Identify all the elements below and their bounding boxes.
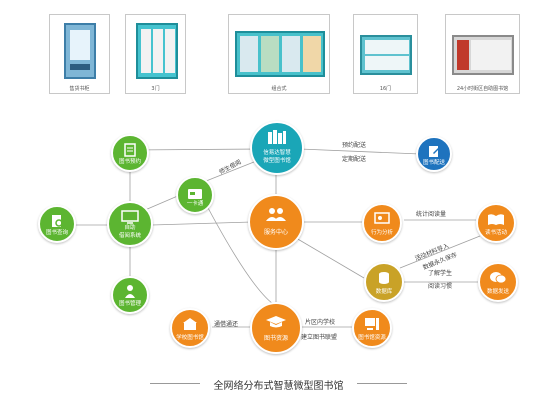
node-label: 一卡通 bbox=[186, 201, 204, 207]
analysis-icon bbox=[364, 211, 400, 230]
open-book-icon bbox=[478, 211, 514, 230]
node-data-push[interactable]: 数据发送 bbox=[478, 262, 518, 302]
monitor-icon bbox=[109, 209, 151, 228]
footer-title: 全网络分布式智慧微型图书馆 bbox=[0, 377, 557, 392]
node-library-resources[interactable]: 图书馆资源 bbox=[352, 308, 392, 348]
edge-library-reservation bbox=[129, 148, 265, 151]
node-label: 数据发送 bbox=[486, 289, 509, 295]
label-union-library: 建立图书联盟 bbox=[301, 334, 338, 341]
card-icon bbox=[178, 185, 212, 204]
node-book-resources[interactable]: 图书资源 bbox=[250, 302, 302, 354]
cabinet-card-label: 售货书柜 bbox=[69, 86, 90, 92]
cabinet-16door-image bbox=[360, 35, 412, 75]
label-district-school: 片区内学校 bbox=[305, 319, 336, 326]
edge-service-database bbox=[295, 237, 365, 279]
books-icon bbox=[252, 130, 302, 150]
node-book-query[interactable]: 图书查询 bbox=[38, 205, 76, 243]
node-label: 行为分析 bbox=[370, 230, 393, 236]
node-book-management[interactable]: 图书管理 bbox=[111, 276, 149, 314]
cabinet-card-sales[interactable]: 售货书柜 bbox=[49, 14, 110, 94]
label-understand-students: 了解学生 bbox=[428, 270, 453, 277]
delivery-icon bbox=[418, 143, 450, 162]
cabinet-card-label: 16门 bbox=[379, 86, 392, 92]
node-label: 图书配送 bbox=[422, 160, 445, 166]
node-behavior-analysis[interactable]: 行为分析 bbox=[362, 203, 402, 243]
node-label: 学校图书馆 bbox=[176, 335, 204, 341]
node-label: 自助 bbox=[124, 225, 136, 231]
node-label: 微型图书馆 bbox=[263, 158, 291, 164]
node-service-center[interactable]: 服务中心 bbox=[248, 194, 304, 250]
node-one-card[interactable]: 一卡通 bbox=[176, 176, 214, 214]
node-label: 图书预约 bbox=[118, 159, 141, 165]
node-label: 借阅系统 bbox=[118, 233, 141, 239]
cabinet-card-16door[interactable]: 16门 bbox=[353, 14, 418, 94]
node-label: 图书资源 bbox=[263, 335, 288, 342]
cabinet-card-24h[interactable]: 24小时街区自助图书馆 bbox=[445, 14, 520, 94]
node-book-reservation[interactable]: 图书预约 bbox=[111, 134, 149, 172]
node-label: 服务中心 bbox=[263, 229, 288, 236]
label-reserve-delivery: 预约配送 bbox=[342, 142, 367, 149]
node-label: 图书馆资源 bbox=[358, 335, 386, 341]
node-label: 读书活动 bbox=[484, 230, 507, 236]
computer-icon bbox=[354, 316, 390, 335]
footer-rule-left bbox=[150, 383, 200, 384]
label-reading-stats: 统计阅读量 bbox=[416, 211, 447, 218]
node-label: 图书查询 bbox=[45, 230, 68, 236]
node-school-library[interactable]: 学校图书馆 bbox=[170, 308, 210, 348]
people-icon bbox=[250, 206, 302, 226]
node-label: 图书管理 bbox=[118, 301, 141, 307]
node-database[interactable]: 数据库 bbox=[364, 262, 404, 302]
query-icon bbox=[40, 213, 74, 232]
node-self-borrow[interactable]: 自助 借阅系统 bbox=[107, 201, 153, 247]
graduation-cap-icon bbox=[252, 314, 300, 333]
node-label: 信易达智慧 bbox=[263, 150, 291, 156]
cabinet-card-3door[interactable]: 3门 bbox=[125, 14, 186, 94]
edge-onecard-borrow bbox=[144, 194, 181, 211]
database-icon bbox=[366, 270, 402, 289]
cabinet-card-label: 24小时街区自助图书馆 bbox=[456, 86, 509, 92]
node-reading-activity[interactable]: 读书活动 bbox=[476, 203, 516, 243]
cabinet-combo-image bbox=[235, 31, 325, 77]
edge-borrow-service bbox=[151, 221, 253, 226]
cabinet-3door-image bbox=[136, 23, 178, 79]
cabinet-sales-image bbox=[64, 23, 96, 79]
cabinet-24h-image bbox=[452, 35, 514, 75]
footer-rule-right bbox=[357, 383, 407, 384]
school-icon bbox=[172, 316, 208, 335]
person-icon bbox=[113, 283, 147, 302]
chat-icon bbox=[480, 270, 516, 289]
node-library-center[interactable]: 信易达智慧 微型图书馆 bbox=[250, 121, 304, 175]
edge-database-activity bbox=[399, 235, 481, 269]
label-reading-habits: 阅读习惯 bbox=[428, 283, 453, 290]
reservation-icon bbox=[113, 142, 147, 161]
footer-title-text: 全网络分布式智慧微型图书馆 bbox=[207, 381, 350, 392]
cabinet-card-combo[interactable]: 组合式 bbox=[228, 14, 330, 94]
cabinet-card-label: 3门 bbox=[151, 86, 160, 92]
edge-library-delivery bbox=[299, 148, 421, 155]
label-scheduled-delivery: 定期配送 bbox=[342, 156, 367, 163]
cabinet-card-label: 组合式 bbox=[271, 86, 287, 92]
label-pass-through: 通借通还 bbox=[214, 321, 239, 328]
node-label: 数据库 bbox=[375, 289, 393, 295]
node-book-delivery[interactable]: 图书配送 bbox=[416, 136, 452, 172]
